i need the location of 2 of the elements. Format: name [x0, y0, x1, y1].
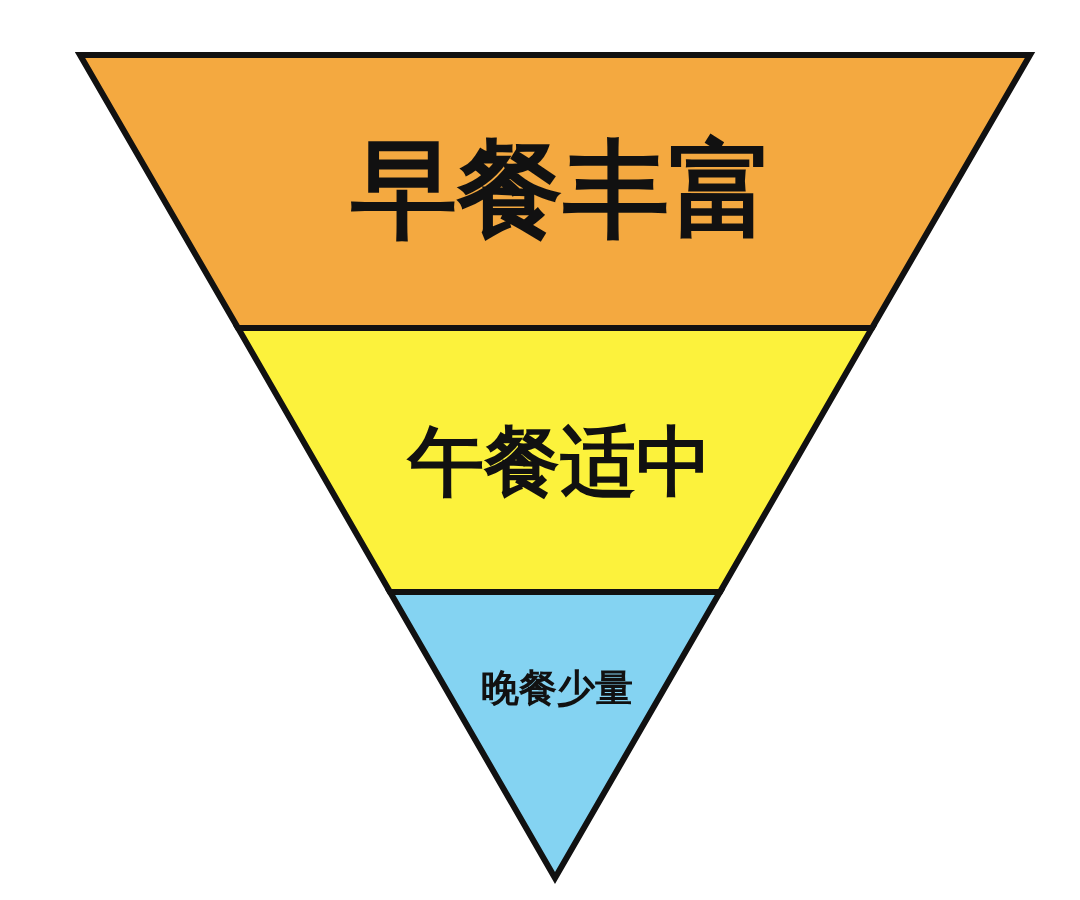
tier-label: 晚餐少量 — [481, 669, 633, 707]
tier-label: 午餐适中 — [408, 424, 712, 500]
